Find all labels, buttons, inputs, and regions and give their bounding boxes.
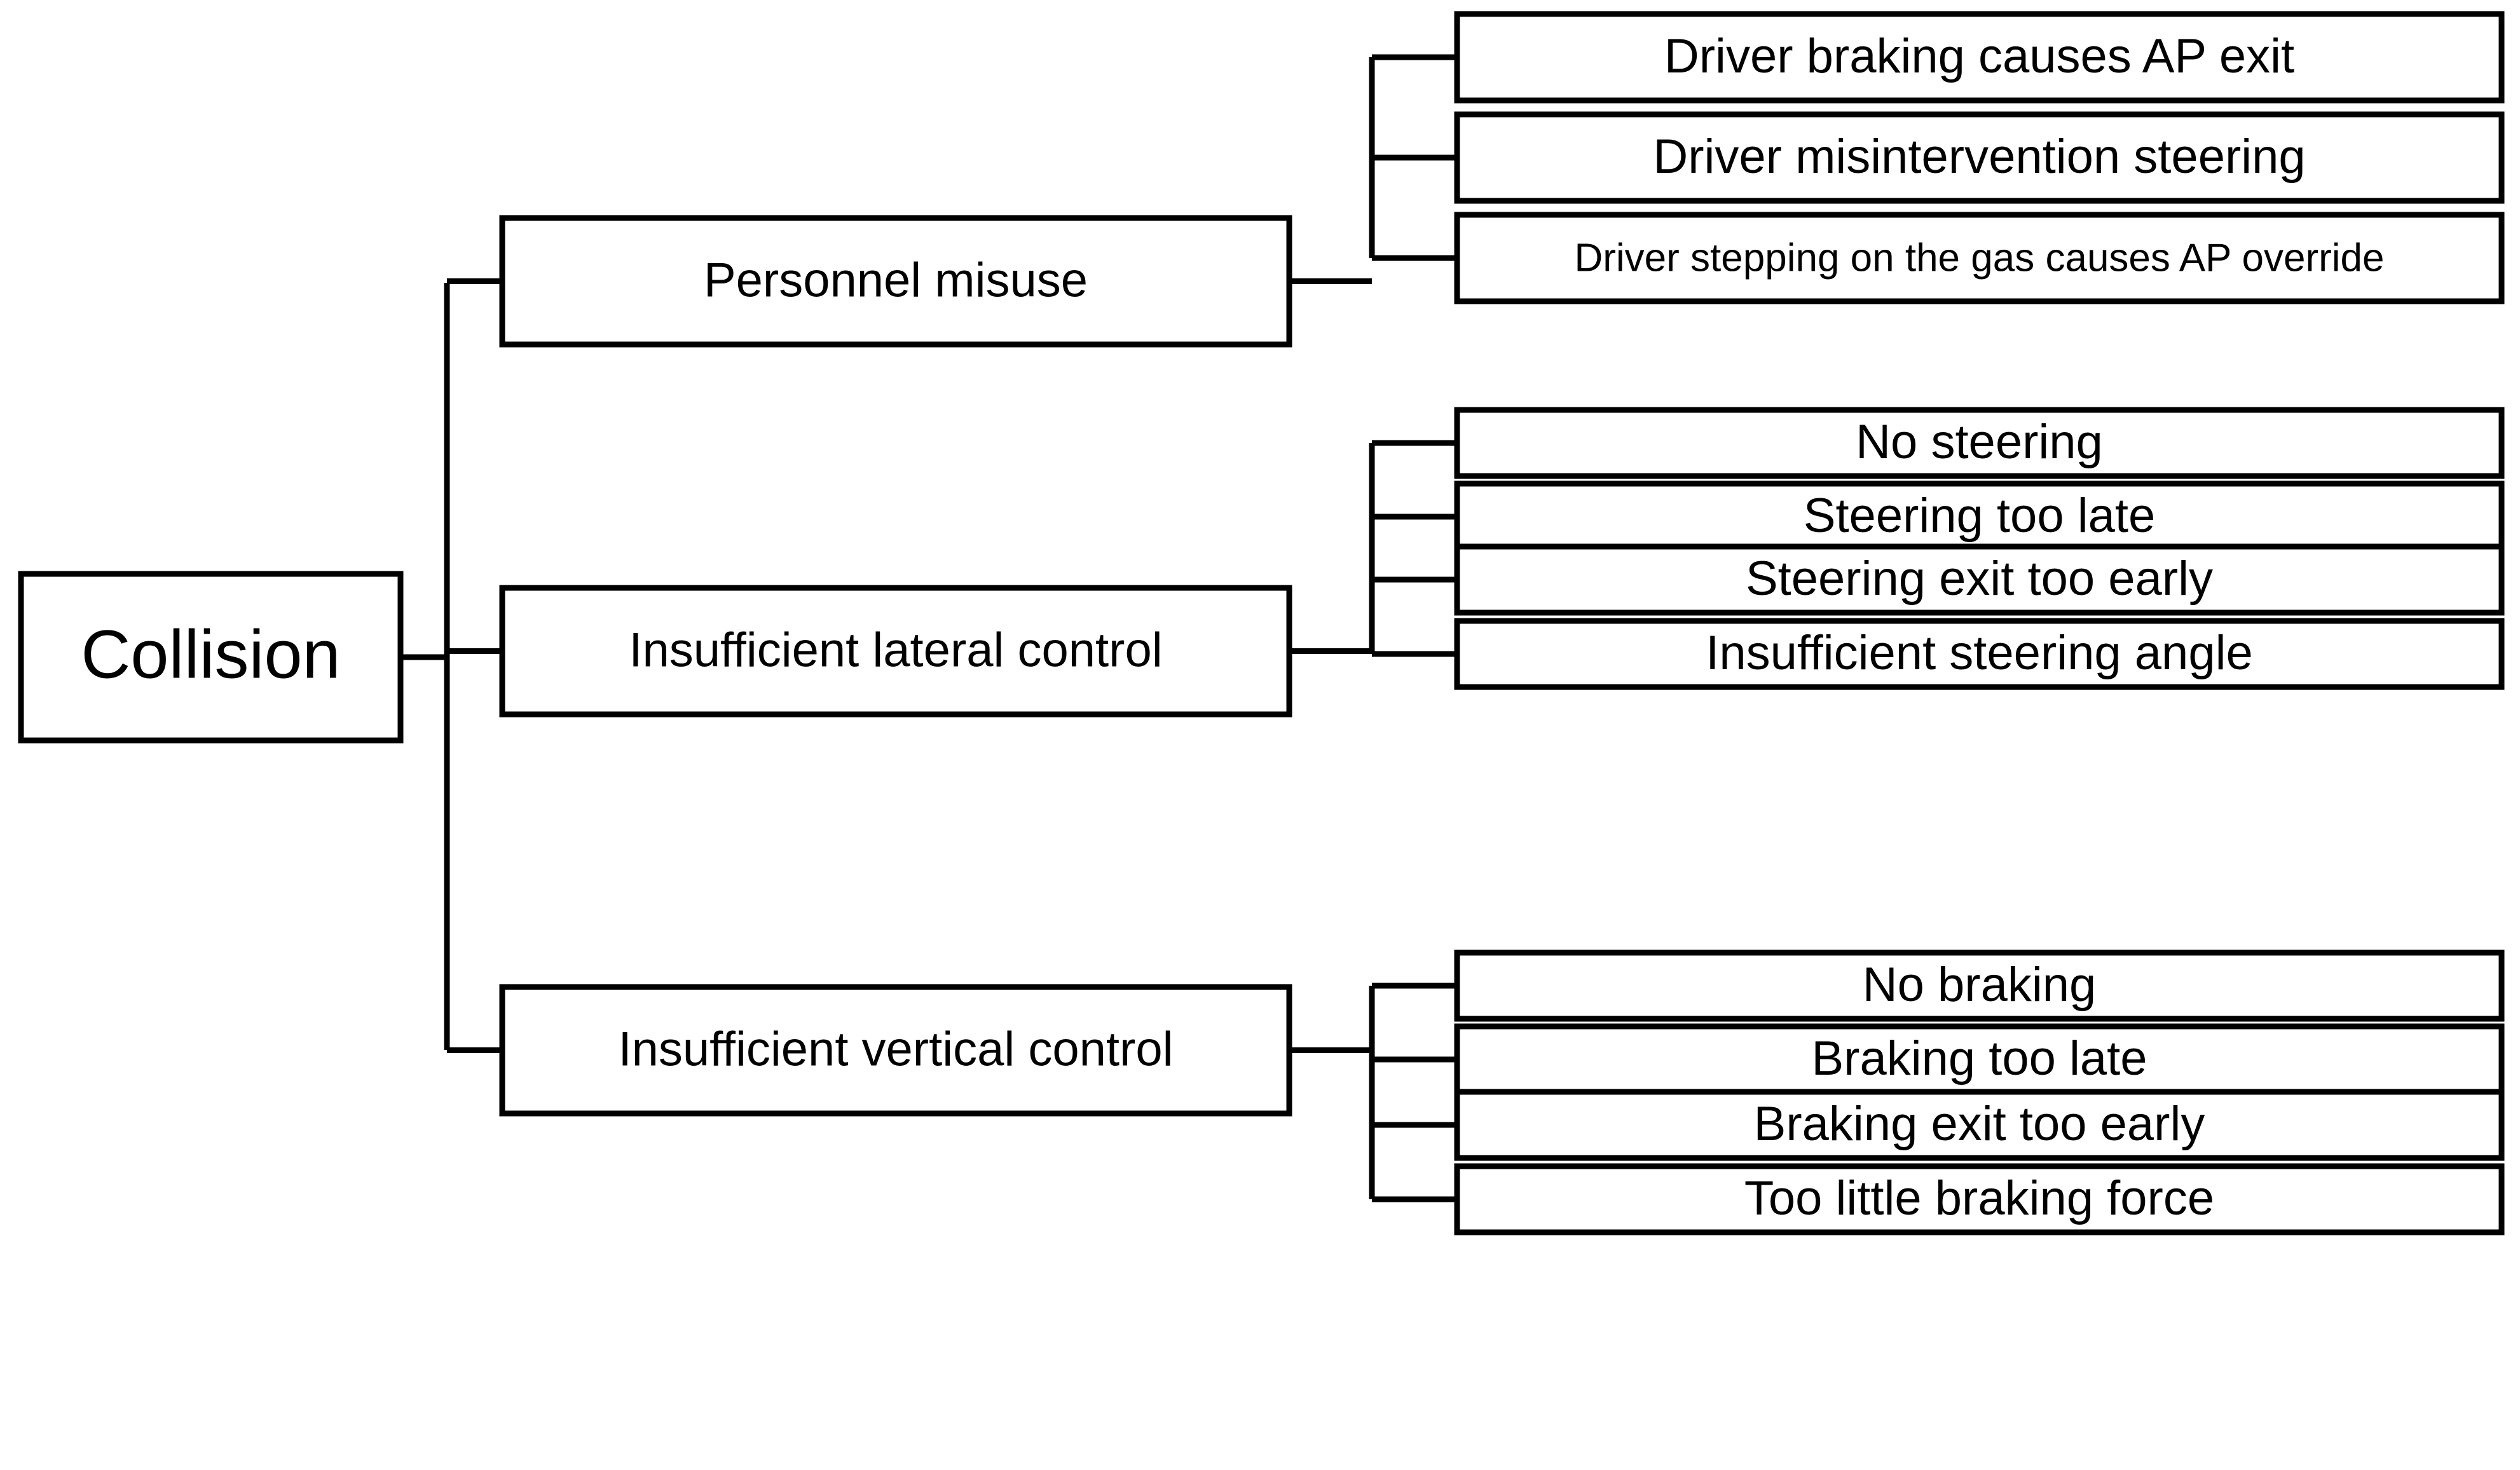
node-branch-1-rect xyxy=(499,585,1292,718)
node-leaf-2-0-rect xyxy=(1454,949,2505,1022)
node-leaf-1-3-label: Insufficient steering angle xyxy=(1706,626,2253,680)
node-leaf-1-2[interactable]: Steering exit too early xyxy=(1454,543,2505,616)
node-leaf-0-2[interactable]: Driver stepping on the gas causes AP ove… xyxy=(1454,212,2505,304)
node-leaf-1-1-label: Steering too late xyxy=(1804,489,2156,543)
node-leaf-0-1-label: Driver misintervention steering xyxy=(1653,130,2305,184)
node-leaf-0-2-rect xyxy=(1454,212,2505,304)
node-root-collision-label: Collision xyxy=(81,616,340,693)
node-leaf-0-2-label: Driver stepping on the gas causes AP ove… xyxy=(1574,236,2384,280)
node-leaf-1-0[interactable]: No steering xyxy=(1454,407,2505,479)
node-branch-0[interactable]: Personnel misuse xyxy=(499,215,1292,348)
node-leaf-1-2-rect xyxy=(1454,543,2505,616)
node-leaf-2-2-label: Braking exit too early xyxy=(1754,1097,2205,1151)
node-branch-2[interactable]: Insufficient vertical control xyxy=(499,984,1292,1117)
node-leaf-2-3-label: Too little braking force xyxy=(1744,1171,2214,1225)
node-leaf-2-1[interactable]: Braking too late xyxy=(1454,1023,2505,1096)
node-leaf-0-0-rect xyxy=(1454,11,2505,104)
node-leaf-0-0[interactable]: Driver braking causes AP exit xyxy=(1454,11,2505,104)
connectors-layer xyxy=(401,54,1457,1202)
node-branch-0-label: Personnel misuse xyxy=(704,254,1088,308)
node-branch-2-label: Insufficient vertical control xyxy=(619,1023,1174,1077)
node-leaf-0-0-label: Driver braking causes AP exit xyxy=(1664,29,2294,83)
node-leaf-2-1-label: Braking too late xyxy=(1811,1031,2147,1085)
node-leaf-1-3-rect xyxy=(1454,618,2505,690)
node-leaf-1-0-label: No steering xyxy=(1856,415,2103,469)
node-leaf-2-0[interactable]: No braking xyxy=(1454,949,2505,1022)
node-branch-1[interactable]: Insufficient lateral control xyxy=(499,585,1292,718)
node-leaf-2-1-rect xyxy=(1454,1023,2505,1096)
node-branch-2-rect xyxy=(499,984,1292,1117)
node-leaf-1-0-rect xyxy=(1454,407,2505,479)
node-leaf-2-0-label: No braking xyxy=(1863,958,2097,1012)
node-leaf-1-1-rect xyxy=(1454,480,2505,553)
node-leaf-2-3[interactable]: Too little braking force xyxy=(1454,1163,2505,1235)
node-leaf-2-3-rect xyxy=(1454,1163,2505,1235)
node-leaf-2-2-rect xyxy=(1454,1089,2505,1161)
nodes-layer: Collision Personnel misuse Driver braking … xyxy=(18,11,2505,1235)
node-leaf-1-2-label: Steering exit too early xyxy=(1746,552,2213,606)
node-leaf-1-1[interactable]: Steering too late xyxy=(1454,480,2505,553)
node-leaf-0-1[interactable]: Driver misintervention steering xyxy=(1454,111,2505,204)
node-leaf-1-3[interactable]: Insufficient steering angle xyxy=(1454,618,2505,690)
node-leaf-2-2[interactable]: Braking exit too early xyxy=(1454,1089,2505,1161)
node-root-collision-rect xyxy=(18,571,404,744)
node-root-collision[interactable]: Collision xyxy=(18,571,404,744)
node-branch-0-rect xyxy=(499,215,1292,348)
node-branch-1-label: Insufficient lateral control xyxy=(629,623,1162,677)
node-leaf-0-1-rect xyxy=(1454,111,2505,204)
